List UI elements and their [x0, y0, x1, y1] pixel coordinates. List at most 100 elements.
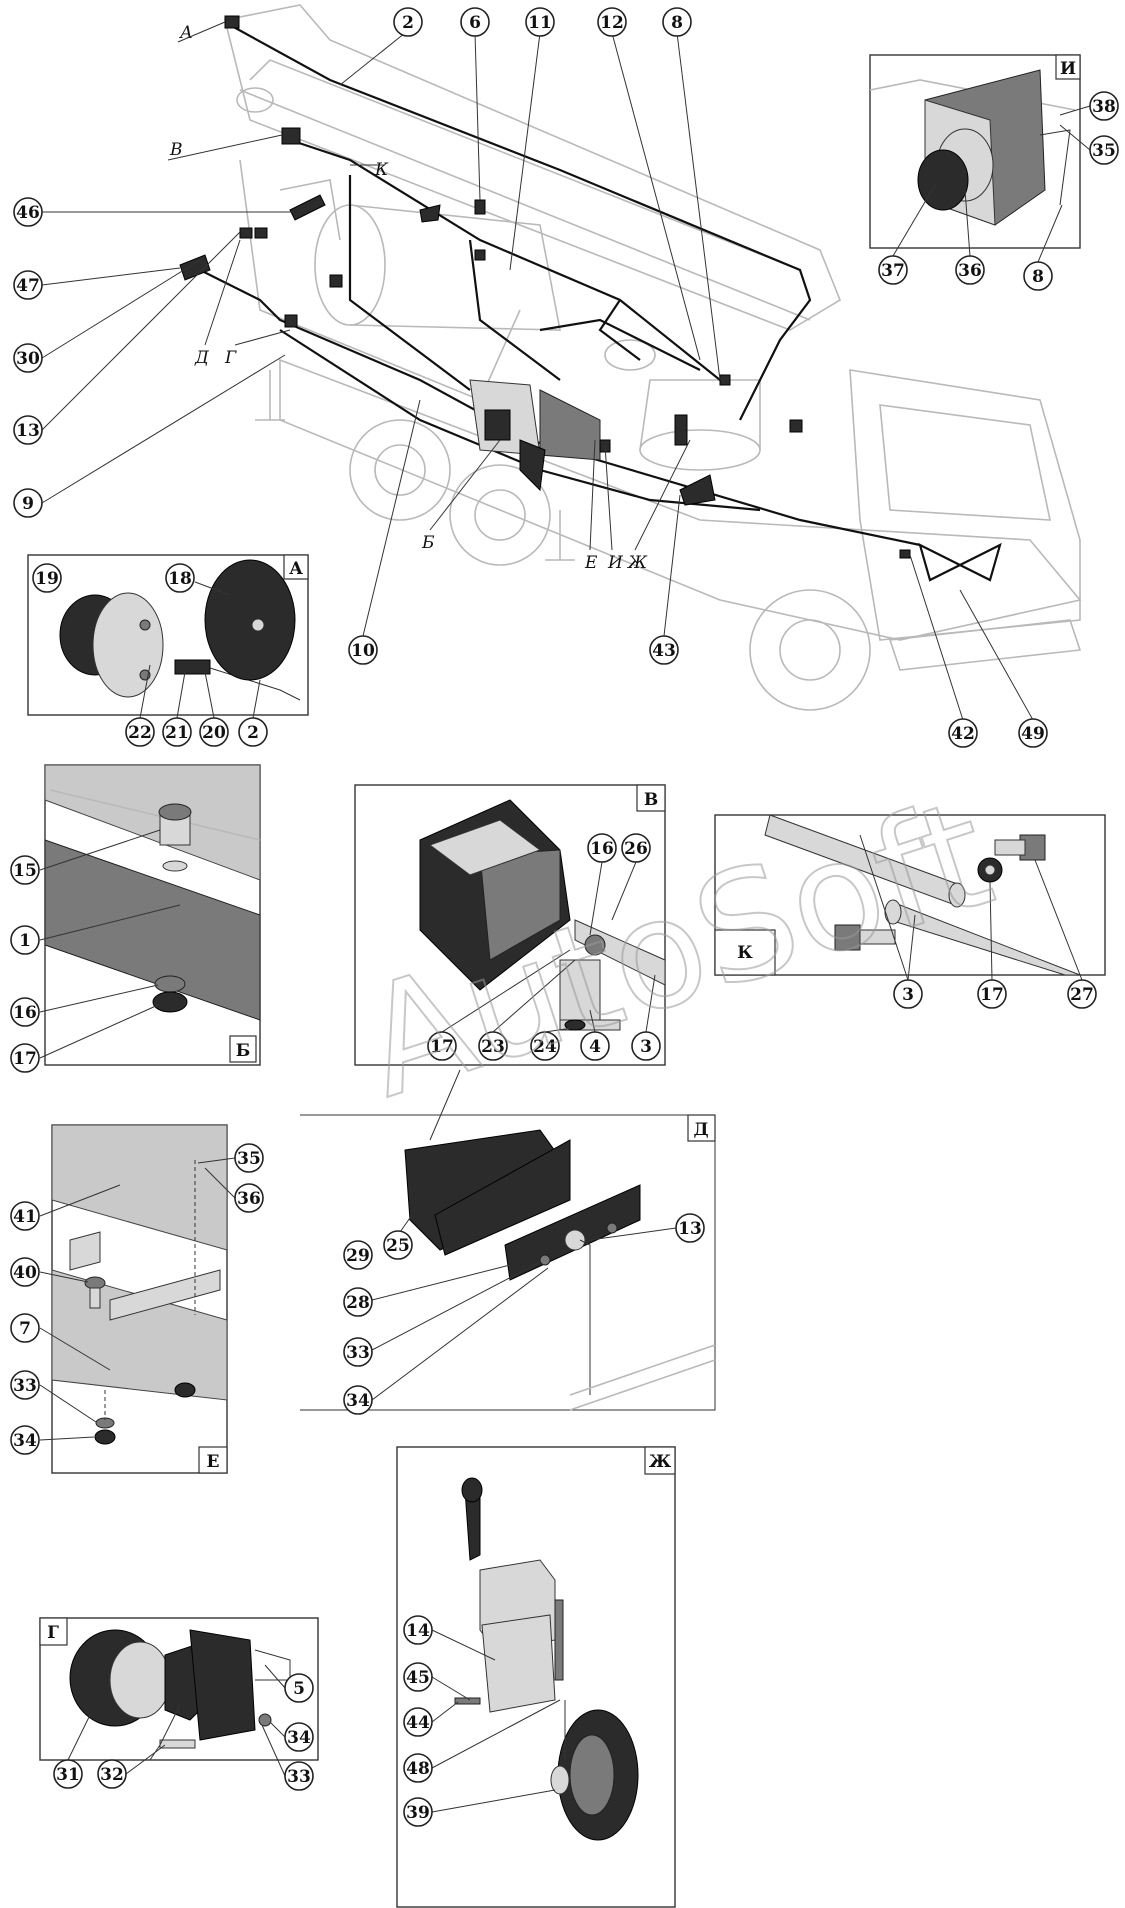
callout-d-33: 33	[343, 1337, 373, 1367]
svg-text:48: 48	[406, 1759, 430, 1779]
svg-text:18: 18	[168, 569, 192, 589]
callout-6: 6	[460, 7, 490, 37]
callout-e-40: 40	[10, 1257, 40, 1287]
svg-text:38: 38	[1092, 97, 1116, 117]
callout-8: 8	[662, 7, 692, 37]
svg-text:29: 29	[346, 1246, 370, 1266]
svg-text:19: 19	[35, 569, 59, 589]
callout-13: 13	[13, 415, 43, 445]
svg-text:49: 49	[1021, 724, 1045, 744]
panel-v-tag: В	[636, 784, 666, 812]
panel-zh-tag: Ж	[644, 1446, 676, 1475]
panel-b: Б 15 1 16 17	[10, 764, 261, 1073]
svg-text:17: 17	[13, 1049, 37, 1069]
svg-text:15: 15	[13, 861, 37, 881]
svg-text:16: 16	[13, 1003, 37, 1023]
callout-v-17: 17	[427, 1031, 457, 1061]
callout-k-3: 3	[893, 979, 923, 1009]
svg-text:37: 37	[881, 261, 905, 281]
callout-zh-44: 44	[403, 1707, 433, 1737]
callout-e-33: 33	[10, 1370, 40, 1400]
svg-text:Е: Е	[207, 1452, 220, 1472]
svg-text:3: 3	[902, 985, 914, 1005]
callout-g-32: 32	[97, 1759, 127, 1789]
svg-text:21: 21	[165, 723, 189, 743]
callout-i-38: 38	[1089, 91, 1119, 121]
callout-42: 42	[948, 718, 978, 748]
panel-e: Е 35 36 41 40 7 33 34	[10, 1124, 264, 1474]
panel-a: А 19 18 22 21 20 2	[27, 554, 309, 747]
callout-30: 30	[13, 343, 43, 373]
callout-zh-48: 48	[403, 1753, 433, 1783]
svg-text:8: 8	[671, 13, 683, 33]
main-view-components	[179, 15, 911, 559]
callout-g-33: 33	[284, 1761, 314, 1791]
panel-k: К 3 17 27	[714, 814, 1106, 1009]
panel-d: Д 13 29 25 28 33 34	[300, 1069, 716, 1415]
view-letter-a: А	[179, 23, 193, 43]
panel-a-tag: А	[283, 554, 309, 580]
svg-text:34: 34	[346, 1391, 370, 1411]
main-callouts: 2 6 11 12 8 46 47 30 13 9 10 43 42 49	[13, 7, 1048, 748]
panel-k-tag: К	[714, 929, 776, 976]
view-letter-i: И	[607, 553, 624, 573]
view-letter-b: Б	[421, 533, 435, 553]
callout-12: 12	[597, 7, 627, 37]
svg-text:И: И	[1060, 59, 1076, 79]
svg-text:22: 22	[128, 723, 152, 743]
callout-i-35: 35	[1089, 135, 1119, 165]
svg-text:34: 34	[13, 1431, 37, 1451]
callout-k-27: 27	[1067, 979, 1097, 1009]
svg-text:23: 23	[481, 1037, 505, 1057]
callout-g-31: 31	[53, 1759, 83, 1789]
callout-zh-14: 14	[403, 1615, 433, 1645]
callout-a-22: 22	[125, 717, 155, 747]
callout-e-34: 34	[10, 1425, 40, 1455]
callout-i-37: 37	[878, 255, 908, 285]
svg-text:43: 43	[652, 641, 676, 661]
view-letter-k: К	[374, 160, 389, 180]
panel-d-tag: Д	[687, 1114, 716, 1142]
svg-text:45: 45	[406, 1668, 430, 1688]
callout-d-29: 29	[343, 1240, 373, 1270]
view-letters: А В К Д Г Б Е И Ж	[167, 21, 691, 573]
svg-text:28: 28	[346, 1293, 370, 1313]
callout-2: 2	[393, 7, 423, 37]
svg-text:Д: Д	[693, 1120, 708, 1140]
svg-text:40: 40	[13, 1263, 37, 1283]
callout-v-3: 3	[631, 1031, 661, 1061]
panel-i: И 38 35 37 36 8	[869, 54, 1119, 291]
callout-b-16: 16	[10, 997, 40, 1027]
callout-e-7: 7	[10, 1313, 40, 1343]
callout-d-13: 13	[675, 1213, 705, 1243]
callout-d-34: 34	[343, 1385, 373, 1415]
svg-text:36: 36	[958, 261, 982, 281]
svg-text:К: К	[737, 943, 753, 963]
panel-zh: Ж 14 45 44 48 39	[396, 1446, 676, 1908]
panel-g: Г 5 34 31 32 33	[39, 1617, 319, 1791]
panel-e-tag: Е	[198, 1446, 228, 1474]
svg-text:35: 35	[237, 1149, 261, 1169]
svg-text:33: 33	[346, 1343, 370, 1363]
view-letter-v: В	[169, 140, 183, 160]
svg-text:3: 3	[640, 1037, 652, 1057]
svg-text:8: 8	[1032, 267, 1044, 287]
view-letter-zh: Ж	[627, 553, 648, 573]
svg-text:А: А	[289, 559, 303, 579]
callout-9: 9	[13, 488, 43, 518]
svg-text:13: 13	[16, 421, 40, 441]
panel-g-tag: Г	[39, 1617, 68, 1646]
svg-text:11: 11	[528, 13, 552, 33]
callout-e-36: 36	[234, 1183, 264, 1213]
svg-text:47: 47	[16, 276, 40, 296]
svg-text:2: 2	[247, 723, 259, 743]
callout-g-34: 34	[284, 1722, 314, 1752]
svg-text:12: 12	[600, 13, 624, 33]
svg-text:В: В	[644, 790, 658, 810]
svg-text:14: 14	[406, 1621, 430, 1641]
svg-text:34: 34	[287, 1728, 311, 1748]
svg-text:7: 7	[19, 1319, 31, 1339]
callout-zh-45: 45	[403, 1662, 433, 1692]
svg-text:20: 20	[202, 723, 226, 743]
svg-text:44: 44	[406, 1713, 430, 1733]
